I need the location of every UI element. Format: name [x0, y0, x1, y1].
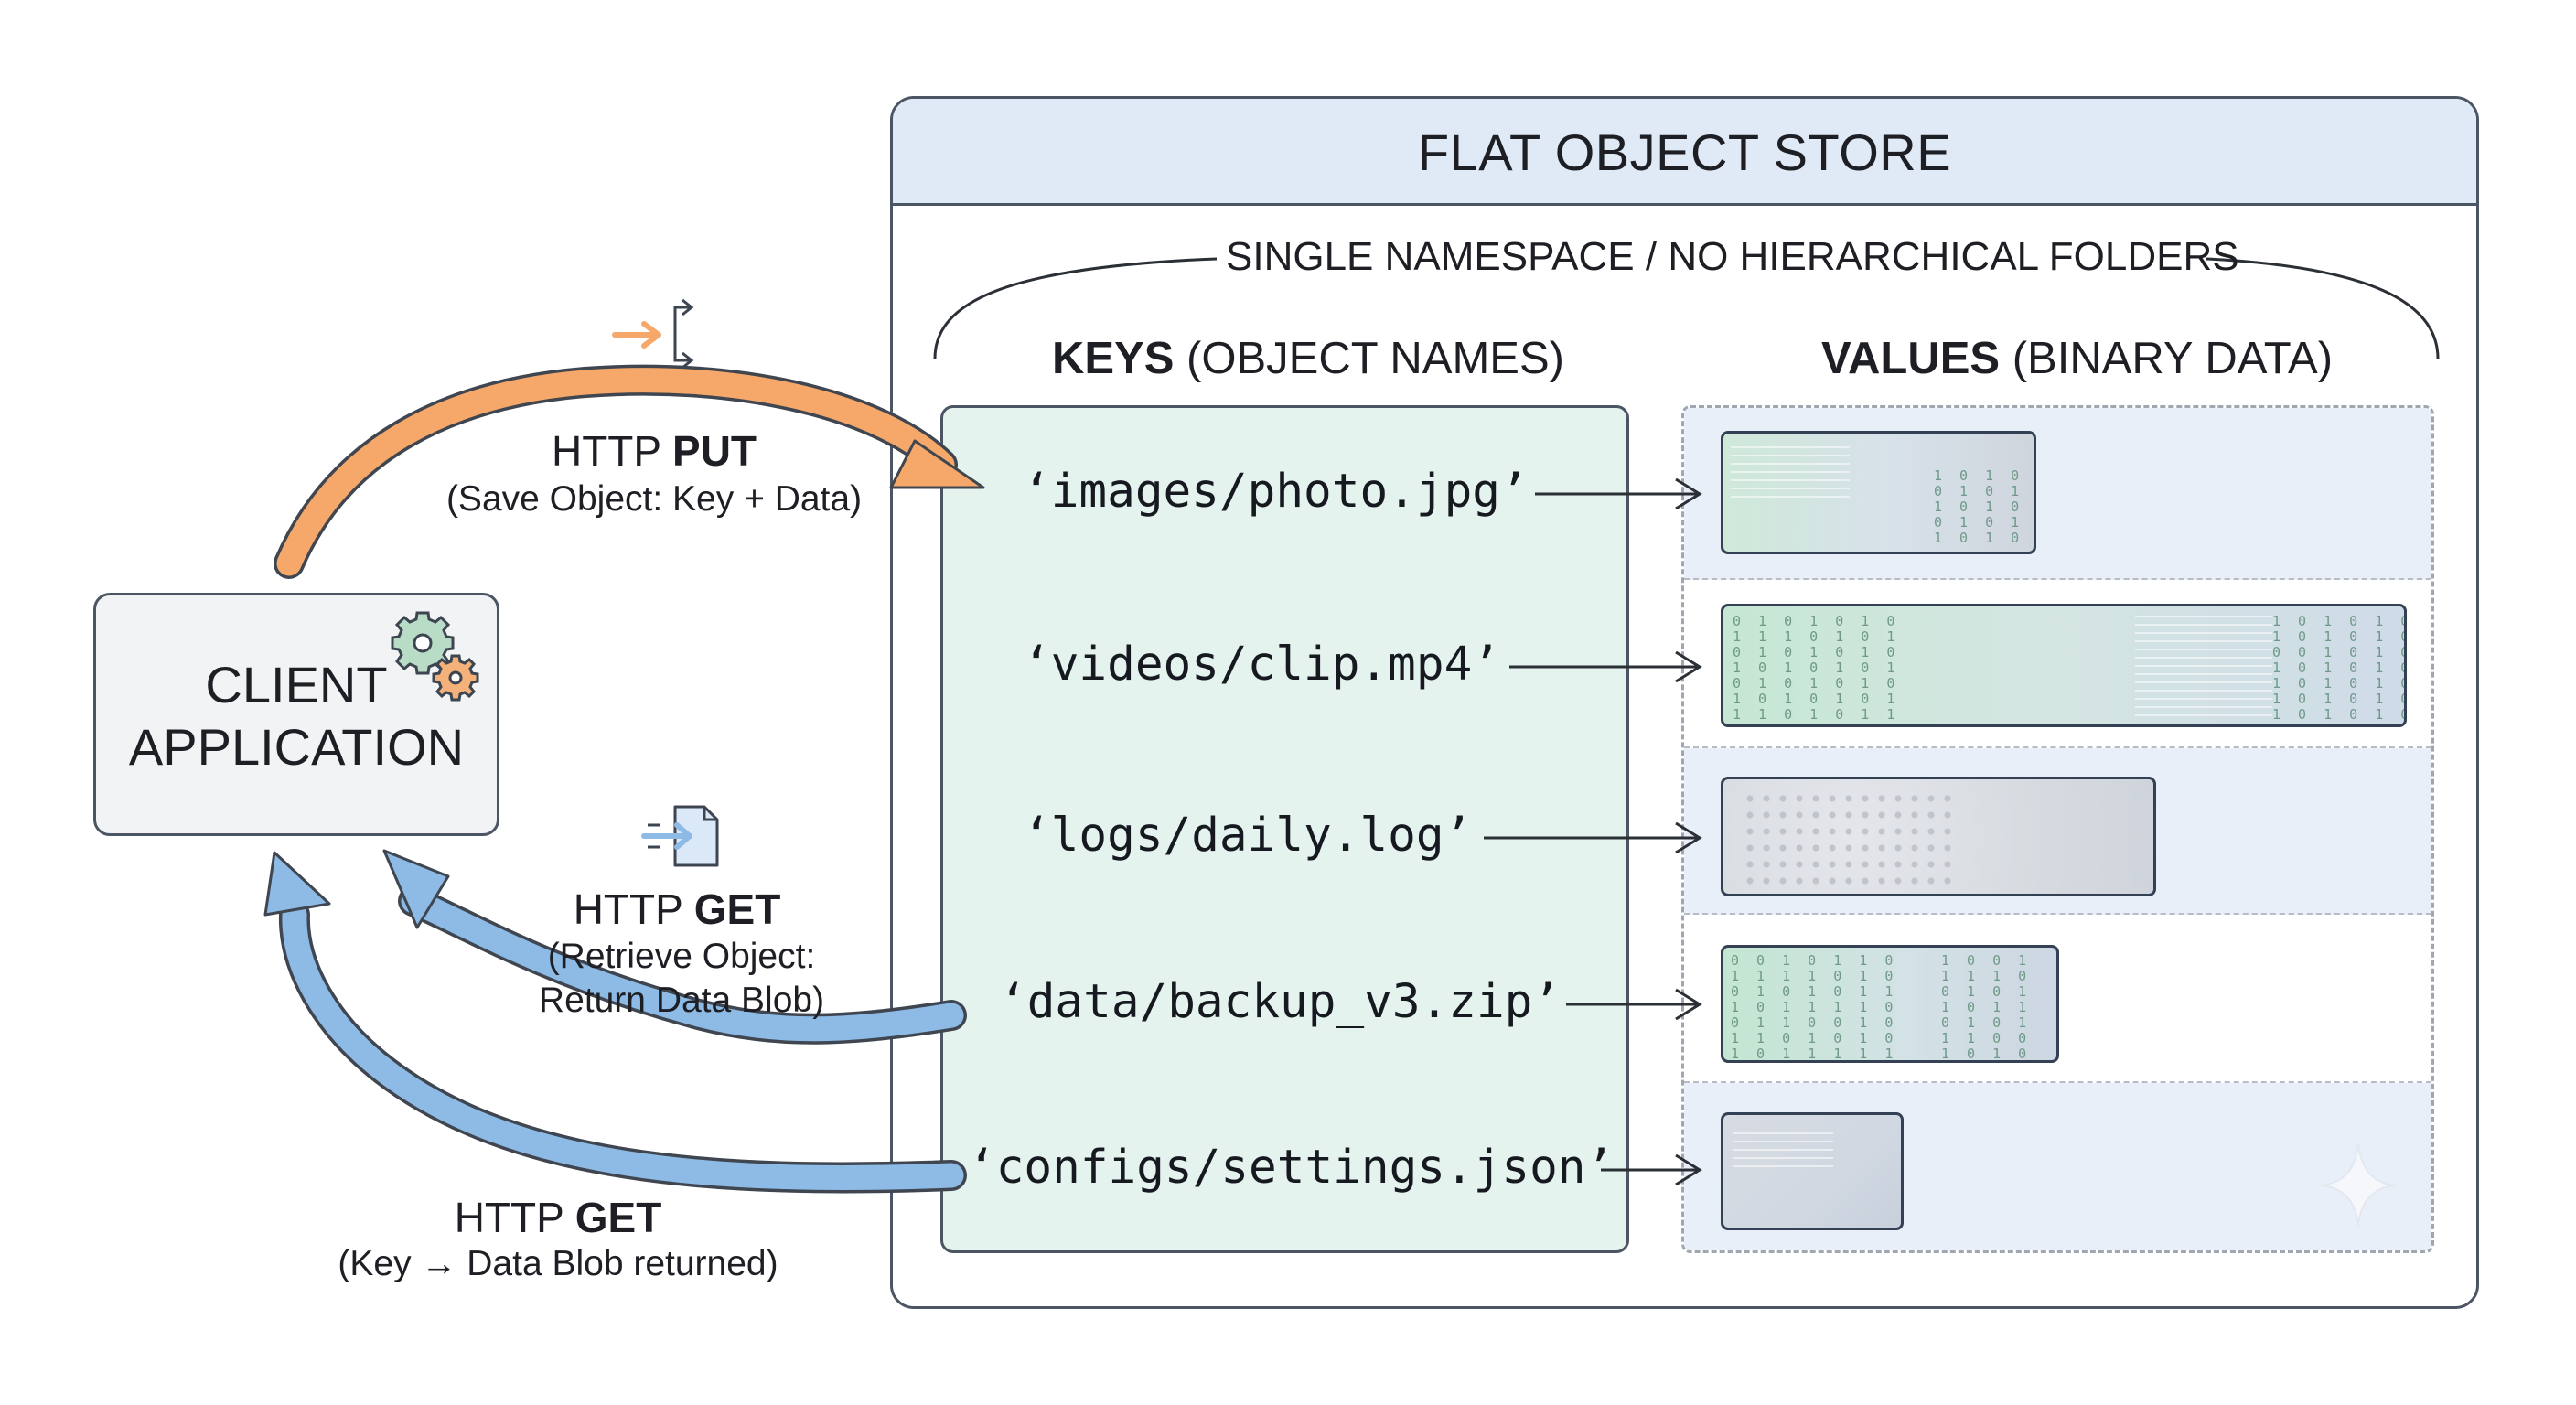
get-retrieve-method: HTTP [573, 885, 694, 933]
keys-column-title: KEYS (OBJECT NAMES) [1052, 333, 1564, 384]
values-column-title: VALUES (BINARY DATA) [1821, 333, 2333, 384]
namespace-note: SINGLE NAMESPACE / NO HIERARCHICAL FOLDE… [1226, 234, 2239, 279]
key-logs-daily: ‘logs/daily.log’ [1023, 809, 1473, 863]
data-blob-backup: 0 0 1 0 1 1 0 1 1 1 1 0 1 0 0 1 0 1 0 1 … [1721, 945, 2059, 1063]
put-verb: PUT [672, 427, 757, 475]
get-retrieve-detail-2: Return Data Blob) [538, 981, 825, 1020]
key-data-backup: ‘data/backup_v3.zip’ [999, 975, 1562, 1029]
get-key-label: HTTP GET [421, 1193, 695, 1242]
get-key-verb: GET [574, 1194, 662, 1241]
get-key-method: HTTP [454, 1194, 575, 1241]
key-configs-settings: ‘configs/settings.json’ [968, 1141, 1615, 1195]
store-title: FLAT OBJECT STORE [1417, 123, 1952, 181]
data-blob-config [1721, 1112, 1904, 1230]
get-retrieve-verb: GET [693, 885, 781, 933]
keys-title-bold: KEYS [1052, 334, 1175, 383]
keys-panel [940, 405, 1629, 1253]
values-title-bold: VALUES [1821, 334, 2001, 383]
values-title-rest: (BINARY DATA) [2000, 334, 2334, 383]
store-header: FLAT OBJECT STORE [893, 99, 2476, 206]
key-images-photo: ‘images/photo.jpg’ [1023, 465, 1529, 519]
get-retrieve-detail-1: (Retrieve Object: [547, 937, 816, 976]
data-blob-photo: 1 0 1 0 0 1 0 1 1 0 1 0 0 1 0 1 1 0 1 0 [1721, 431, 2036, 554]
key-videos-clip: ‘videos/clip.mp4’ [1023, 638, 1500, 692]
client-label-line2: APPLICATION [128, 718, 465, 776]
data-blob-log [1721, 777, 2156, 896]
put-detail: (Save Object: Key + Data) [445, 479, 863, 519]
data-blob-video: 0 1 0 1 0 1 0 1 1 1 0 1 0 1 0 1 0 1 0 1 … [1721, 604, 2407, 727]
keys-title-rest: (OBJECT NAMES) [1174, 334, 1564, 383]
get-retrieve-label: HTTP GET [540, 885, 814, 934]
put-label: HTTP PUT [494, 426, 814, 476]
client-label-line1: CLIENT [205, 656, 388, 713]
put-method: HTTP [551, 427, 673, 475]
get-key-detail: (Key → Data Blob returned) [338, 1244, 778, 1283]
